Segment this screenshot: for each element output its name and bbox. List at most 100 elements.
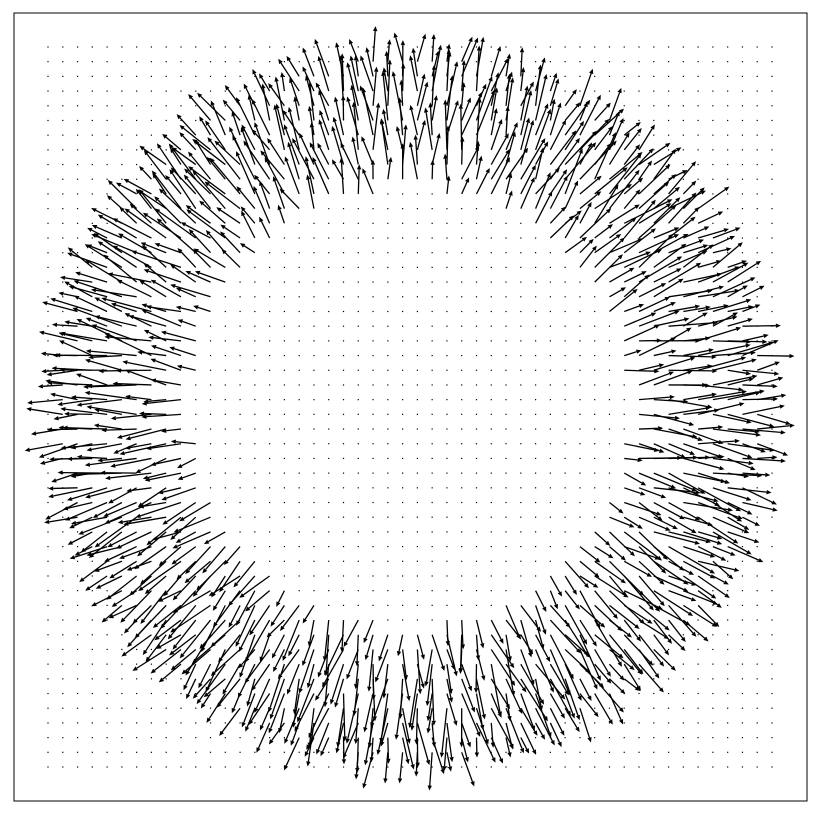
arrow-shaft xyxy=(277,590,285,603)
arrow-shaft xyxy=(112,273,152,283)
zero-vector-dot xyxy=(431,413,433,415)
zero-vector-dot xyxy=(76,105,79,107)
zero-vector-dot xyxy=(490,237,492,239)
arrow-head xyxy=(294,726,299,732)
arrow-head xyxy=(723,228,730,233)
arrow-shaft xyxy=(116,219,152,239)
zero-vector-dot xyxy=(594,296,596,298)
zero-vector-dot xyxy=(741,237,744,239)
zero-vector-dot xyxy=(756,178,758,180)
zero-vector-dot xyxy=(91,560,93,562)
arrow-shaft xyxy=(110,198,123,210)
arrow-head xyxy=(527,652,533,658)
zero-vector-dot xyxy=(298,310,300,313)
zero-vector-dot xyxy=(505,384,507,386)
arrow-head xyxy=(555,78,560,84)
zero-vector-dot xyxy=(209,399,212,401)
zero-vector-dot xyxy=(564,443,566,445)
arrow-shaft xyxy=(668,322,713,327)
zero-vector-dot xyxy=(461,354,463,357)
arrow-shaft xyxy=(490,123,501,151)
zero-vector-dot xyxy=(520,310,522,313)
arrow-head xyxy=(687,370,693,375)
arrow-head xyxy=(185,670,191,676)
arrow-shaft xyxy=(697,516,735,542)
arrow-head xyxy=(208,591,215,597)
zero-vector-dot xyxy=(165,692,167,695)
arrow-shaft xyxy=(534,619,543,645)
arrow-head xyxy=(282,109,288,116)
arrow-head xyxy=(26,407,32,412)
arrow-head xyxy=(748,460,754,466)
zero-vector-dot xyxy=(416,354,418,357)
zero-vector-dot xyxy=(342,369,345,371)
arrow-shaft xyxy=(564,648,588,671)
arrow-shaft xyxy=(207,649,226,688)
arrow-head xyxy=(94,567,100,572)
arrow-head xyxy=(482,83,487,90)
arrow-shaft xyxy=(271,678,286,715)
arrow-head xyxy=(575,726,580,733)
arrow-head xyxy=(620,287,626,292)
zero-vector-dot xyxy=(357,281,359,283)
zero-vector-dot xyxy=(771,222,773,224)
arrow-head xyxy=(665,164,671,170)
zero-vector-dot xyxy=(712,61,714,63)
zero-vector-dot xyxy=(357,501,359,504)
arrow-shaft xyxy=(446,620,449,642)
zero-vector-dot xyxy=(549,252,551,254)
zero-vector-dot xyxy=(298,340,300,342)
arrow-head xyxy=(340,53,345,59)
zero-vector-dot xyxy=(180,75,182,77)
arrow-shaft xyxy=(43,443,78,457)
zero-vector-dot xyxy=(47,766,49,768)
arrow-head xyxy=(511,131,516,137)
zero-vector-dot xyxy=(667,163,670,166)
zero-vector-dot xyxy=(298,428,300,430)
arrow-shaft xyxy=(56,324,78,327)
arrow-head xyxy=(680,636,686,643)
arrow-head xyxy=(141,309,148,314)
zero-vector-dot xyxy=(387,369,389,371)
arrow-shaft xyxy=(564,663,581,697)
arrow-shaft xyxy=(239,189,256,210)
arrow-shaft xyxy=(158,210,197,239)
arrow-head xyxy=(382,693,387,699)
zero-vector-dot xyxy=(741,46,744,48)
arrow-head xyxy=(421,119,426,126)
zero-vector-dot xyxy=(372,457,374,460)
arrow-head xyxy=(139,280,145,285)
zero-vector-dot xyxy=(209,443,212,445)
arrow-shaft xyxy=(174,285,211,298)
zero-vector-dot xyxy=(490,531,492,533)
arrow-shaft xyxy=(401,129,407,165)
arrow-shaft xyxy=(79,273,108,283)
arrow-shaft xyxy=(181,457,197,467)
zero-vector-dot xyxy=(446,590,448,592)
arrow-shaft xyxy=(411,693,419,726)
arrow-head xyxy=(140,579,146,585)
zero-vector-dot xyxy=(741,560,744,562)
arrow-head xyxy=(647,619,653,624)
arrow-head xyxy=(509,77,515,83)
arrow-shaft xyxy=(594,546,610,557)
arrow-head xyxy=(269,713,274,720)
arrow-shaft xyxy=(157,199,182,224)
arrow-head xyxy=(780,430,786,435)
zero-vector-dot xyxy=(653,722,655,724)
arrow-shaft xyxy=(446,180,450,195)
zero-vector-dot xyxy=(756,472,758,474)
arrow-head xyxy=(67,247,74,253)
arrow-head xyxy=(707,521,713,527)
zero-vector-dot xyxy=(239,766,241,768)
arrow-head xyxy=(433,95,438,101)
zero-vector-dot xyxy=(224,501,226,504)
zero-vector-dot xyxy=(431,619,433,621)
zero-vector-dot xyxy=(520,516,522,518)
arrow-head xyxy=(197,92,203,98)
arrow-head xyxy=(236,620,241,626)
zero-vector-dot xyxy=(490,369,492,371)
arrow-head xyxy=(510,680,516,686)
arrow-head xyxy=(306,682,312,689)
arrow-head xyxy=(293,96,298,102)
